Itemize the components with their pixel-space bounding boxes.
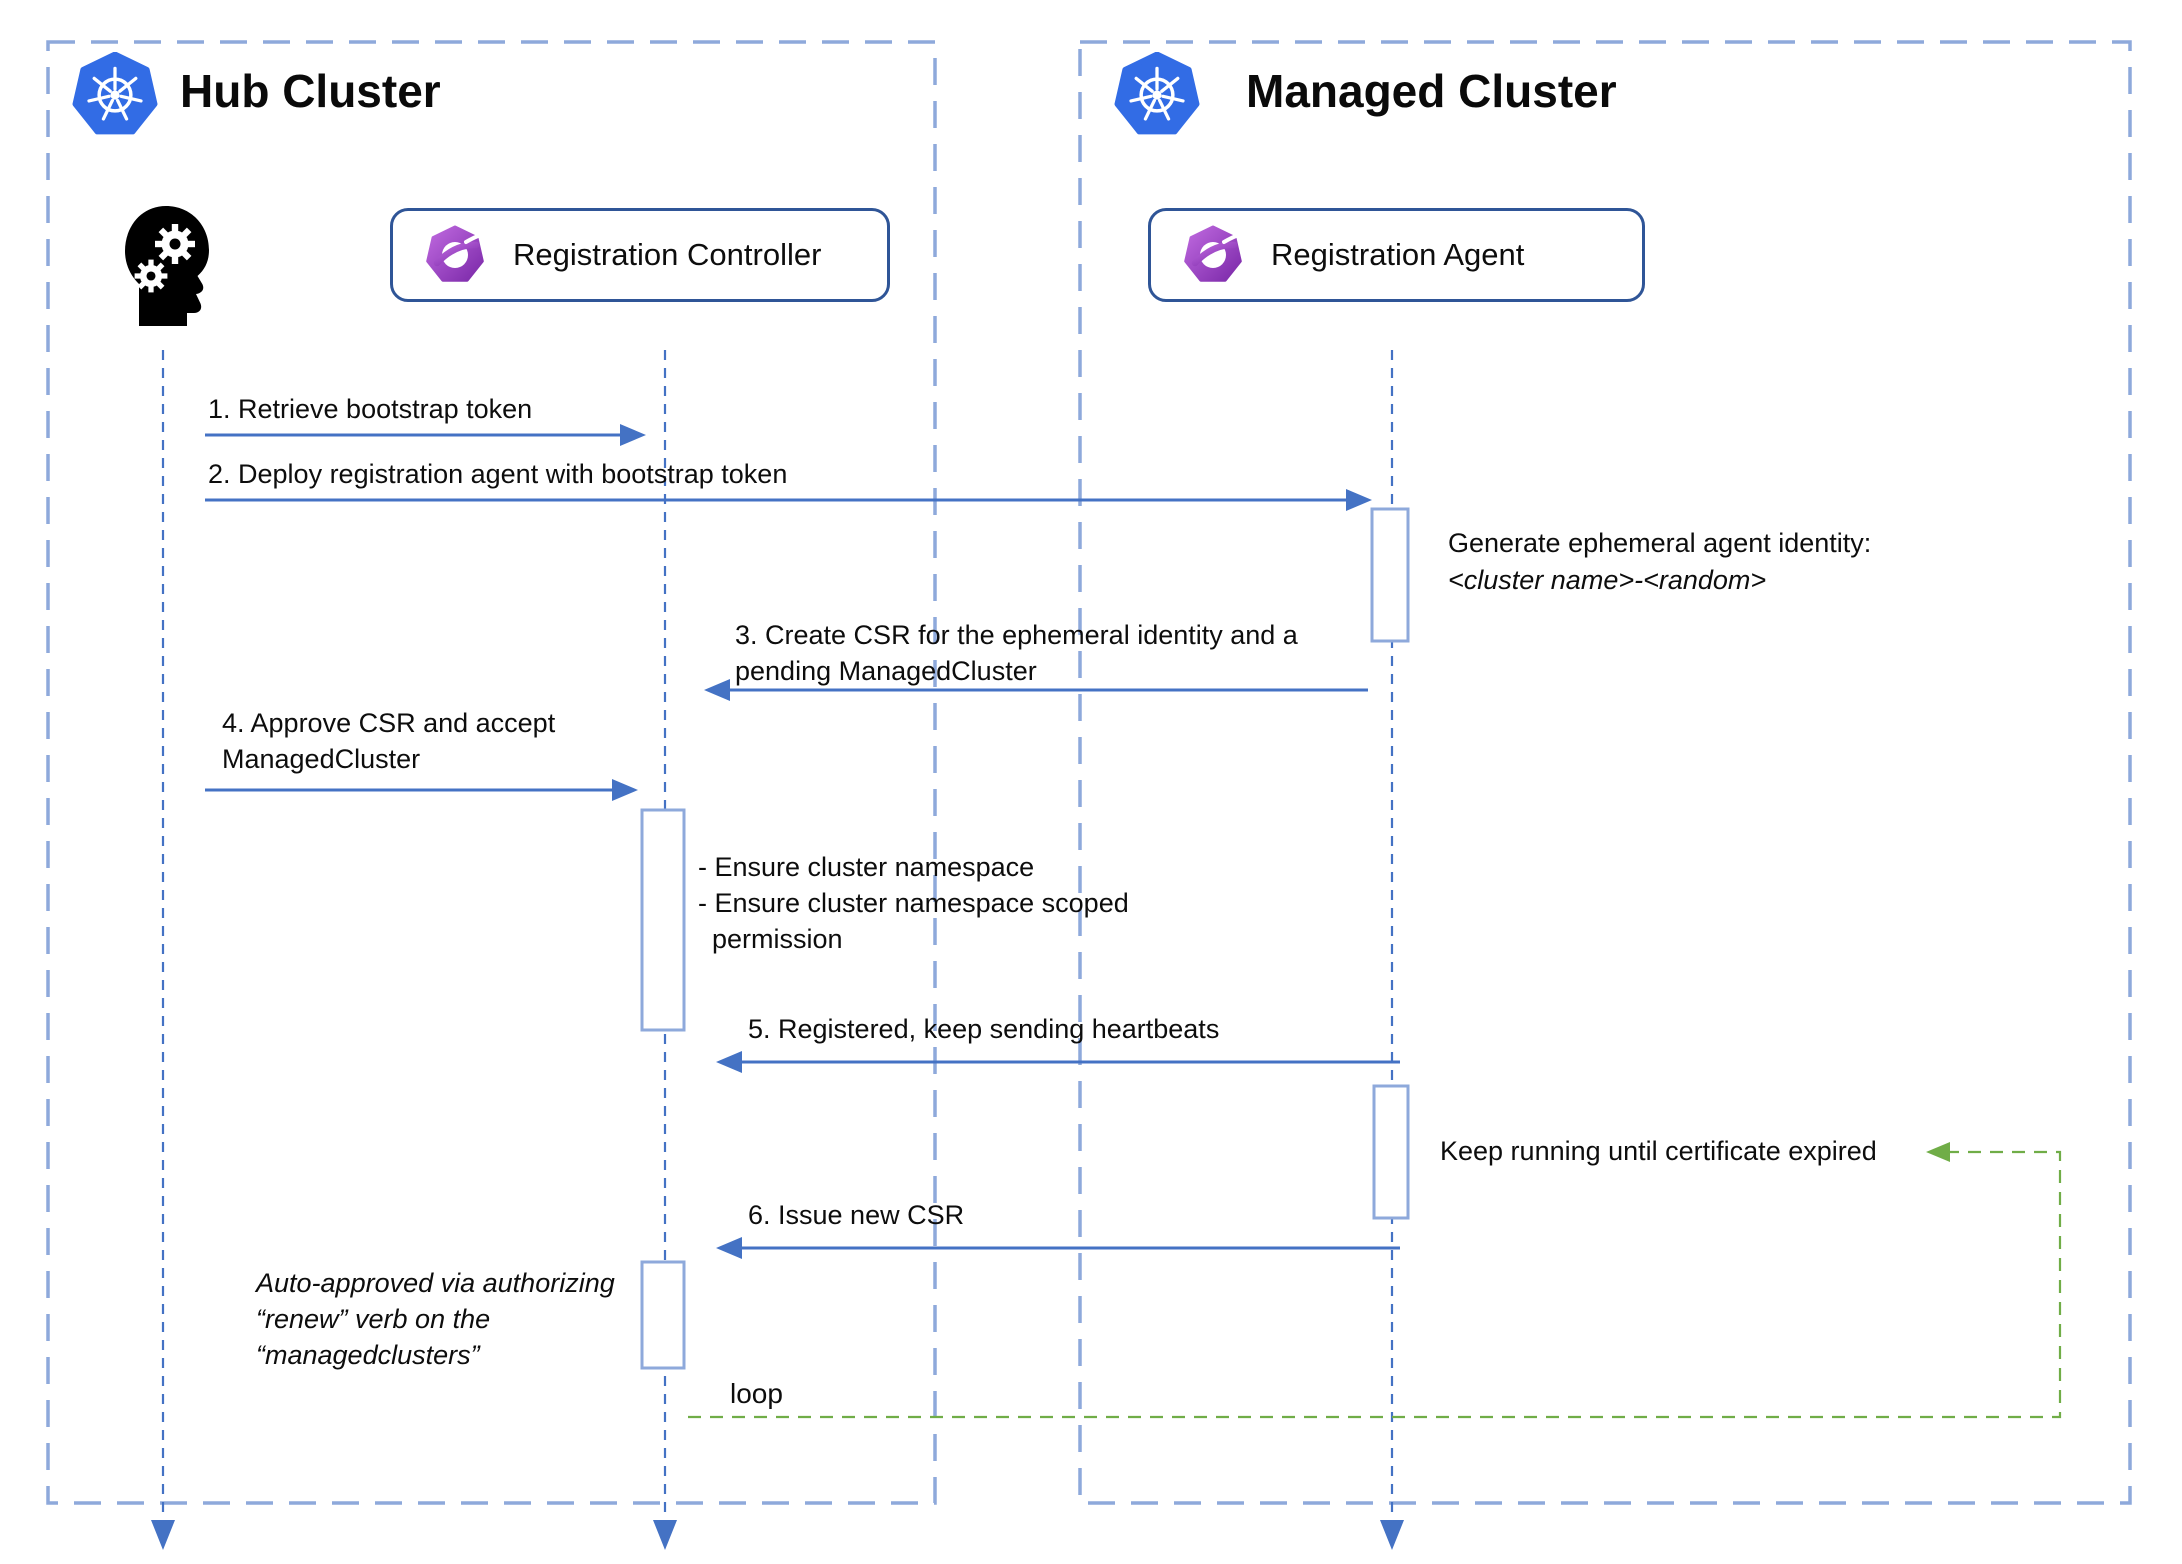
message-5-label: 5. Registered, keep sending heartbeats	[748, 1014, 1220, 1044]
registration-agent-box: Registration Agent	[1148, 208, 1645, 302]
keep-running-note: Keep running until certificate expired	[1440, 1136, 1877, 1166]
auto-approved-note-line1: Auto-approved via authorizing	[256, 1268, 615, 1298]
managed-cluster-title: Managed Cluster	[1246, 65, 1617, 117]
ocm-icon	[426, 225, 484, 282]
controller-lifeline-arrowhead	[653, 1520, 677, 1550]
human-head-gears-icon	[125, 206, 209, 326]
message-4-arrowhead	[612, 779, 638, 801]
message-4-label-line2: ManagedCluster	[222, 744, 421, 774]
message-2-label: 2. Deploy registration agent with bootst…	[208, 459, 788, 489]
controller-activation-1	[640, 808, 686, 1032]
message-3-label-line1: 3. Create CSR for the ephemeral identity…	[735, 620, 1298, 650]
message-3-label-line2: pending ManagedCluster	[735, 656, 1037, 686]
identity-note-line1: Generate ephemeral agent identity:	[1448, 528, 1872, 558]
managed-cluster-frame	[1078, 40, 2132, 1505]
message-6-label: 6. Issue new CSR	[748, 1200, 965, 1230]
message-1-arrowhead	[620, 424, 646, 446]
ensure-note-line1: - Ensure cluster namespace	[698, 852, 1035, 882]
loop-arrowhead	[1926, 1142, 1950, 1162]
registration-controller-label: Registration Controller	[513, 237, 822, 272]
ocm-icon	[1184, 225, 1242, 282]
message-4-label-line1: 4. Approve CSR and accept	[222, 708, 556, 738]
message-1-label: 1. Retrieve bootstrap token	[208, 394, 533, 424]
identity-note-line2: <cluster name>-<random>	[1448, 565, 1767, 595]
ensure-note-line2: - Ensure cluster namespace scoped	[698, 888, 1129, 918]
agent-activation-2	[1372, 1084, 1410, 1220]
registration-controller-box: Registration Controller	[390, 208, 890, 302]
auto-approved-note-line3: “managedclusters”	[256, 1340, 480, 1370]
registration-agent-label: Registration Agent	[1271, 237, 1525, 272]
agent-lifeline-arrowhead	[1380, 1520, 1404, 1550]
message-5-arrowhead	[716, 1051, 742, 1073]
hub-cluster-title: Hub Cluster	[180, 65, 441, 117]
message-6-arrowhead	[716, 1237, 742, 1259]
controller-activation-2	[640, 1260, 686, 1370]
message-2-arrowhead	[1346, 489, 1372, 511]
agent-activation-1	[1370, 507, 1410, 643]
auto-approved-note-line2: “renew” verb on the	[256, 1304, 491, 1334]
loop-path	[688, 1150, 2062, 1419]
loop-label: loop	[730, 1378, 783, 1409]
kubernetes-icon	[1114, 52, 1200, 135]
actor-lifeline-arrowhead	[151, 1520, 175, 1550]
kubernetes-icon	[72, 52, 158, 135]
message-3-arrowhead	[704, 679, 730, 701]
hub-cluster-frame	[46, 40, 937, 1505]
ensure-note-line3: permission	[712, 924, 843, 954]
